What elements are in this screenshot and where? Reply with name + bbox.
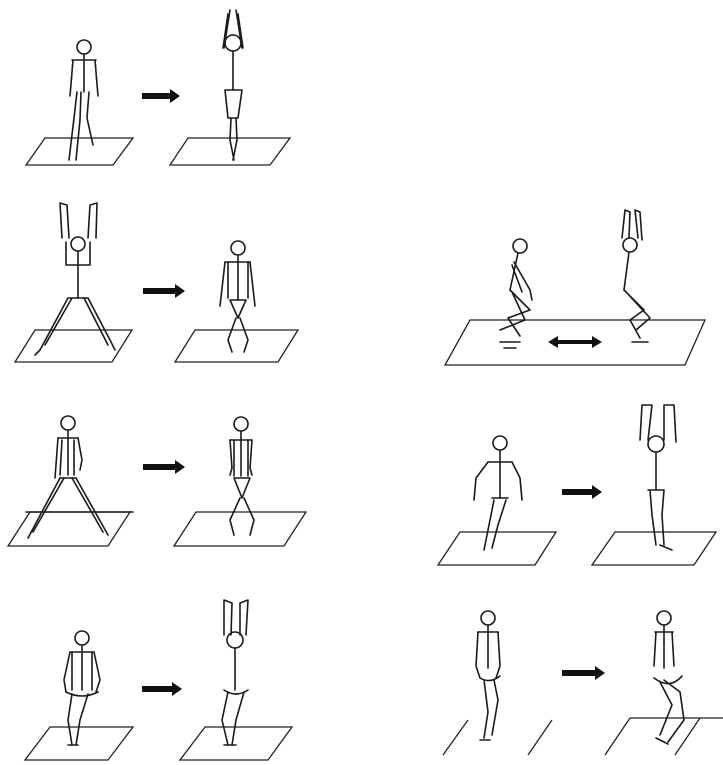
panel-6	[438, 405, 716, 565]
platform	[438, 532, 556, 565]
panel-5	[445, 210, 705, 365]
panel-7	[443, 611, 723, 755]
panel-1	[26, 10, 290, 165]
double-arrow	[548, 336, 602, 348]
figure-knee-bend-arms-up	[222, 600, 248, 745]
platform	[25, 727, 133, 760]
panel-2	[15, 203, 298, 362]
panel-3	[8, 416, 306, 546]
arrow-right	[143, 460, 185, 474]
arrow-right	[142, 682, 182, 696]
figure-wide-stance-arms-up	[35, 203, 115, 355]
figure-standing-crossed-legs	[230, 417, 254, 535]
figure-squat-arms-up	[622, 210, 650, 342]
platform	[8, 512, 130, 546]
figure-knee-lift-arms-down	[476, 611, 500, 740]
figure-wide-stance-arms-down	[26, 416, 133, 538]
platform	[26, 138, 133, 165]
platform	[180, 727, 292, 760]
arrow-right	[143, 284, 185, 298]
figure-standing-arms-down	[69, 40, 98, 160]
figure-bent-knees-arms-down	[474, 436, 522, 550]
arrow-right	[142, 89, 180, 103]
arrow-right	[562, 666, 605, 680]
figure-knee-lift-side	[654, 611, 684, 744]
figure-knee-bend-arms-down	[64, 631, 100, 745]
panel-4	[25, 600, 292, 760]
figure-squat-arms-forward	[500, 239, 532, 348]
platform	[174, 512, 306, 546]
platform	[592, 532, 716, 565]
platform	[443, 720, 552, 755]
platform	[15, 330, 132, 362]
figure-standing-crossed-legs	[220, 241, 255, 352]
platform	[175, 330, 298, 362]
arrow-right	[562, 485, 602, 499]
figure-bent-knees-arms-up	[640, 405, 676, 550]
